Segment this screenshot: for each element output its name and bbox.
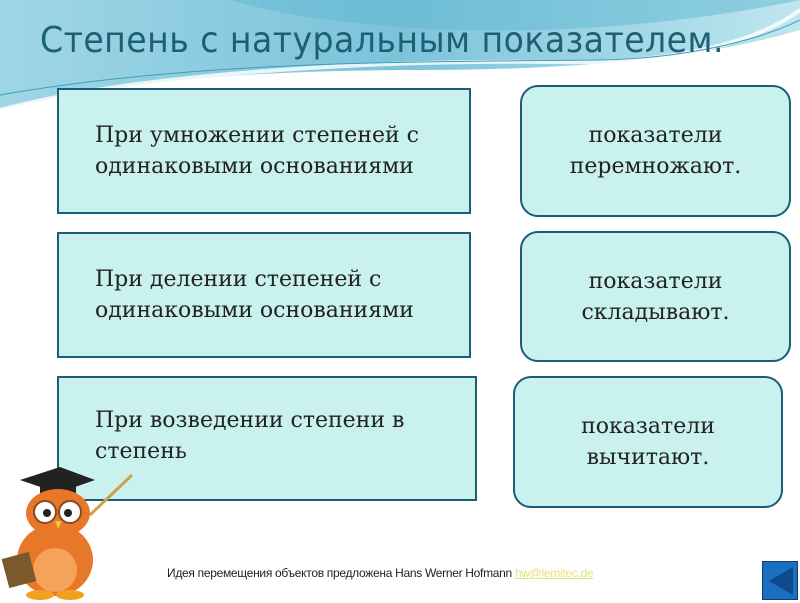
rule-text: При умножении степеней с одинаковыми осн… bbox=[95, 123, 419, 179]
credits-footer: Идея перемещения объектов предложена Han… bbox=[167, 566, 594, 580]
answer-box-multiply[interactable]: показатели перемножают. bbox=[520, 85, 791, 217]
email-link[interactable]: hw@lemitec.de bbox=[514, 566, 594, 580]
rule-text: При делении степеней с одинаковыми основ… bbox=[95, 267, 414, 323]
rule-box-multiplication[interactable]: При умножении степеней с одинаковыми осн… bbox=[57, 88, 471, 214]
rule-text: При возведении степени в степень bbox=[95, 407, 405, 464]
page-title: Степень с натуральным показателем. bbox=[40, 20, 724, 61]
back-button[interactable] bbox=[762, 561, 798, 600]
answer-box-add[interactable]: показатели складывают. bbox=[520, 231, 791, 362]
answer-text: показатели складывают. bbox=[581, 268, 730, 325]
triangle-left-icon bbox=[769, 567, 793, 595]
answer-box-subtract[interactable]: показатели вычитают. bbox=[513, 376, 783, 508]
rule-box-division[interactable]: При делении степеней с одинаковыми основ… bbox=[57, 232, 471, 358]
credits-text: Идея перемещения объектов предложена Han… bbox=[167, 566, 515, 580]
answer-text: показатели перемножают. bbox=[569, 123, 742, 179]
answer-text: показатели вычитают. bbox=[581, 414, 715, 470]
owl-teacher-mascot bbox=[1, 467, 134, 600]
